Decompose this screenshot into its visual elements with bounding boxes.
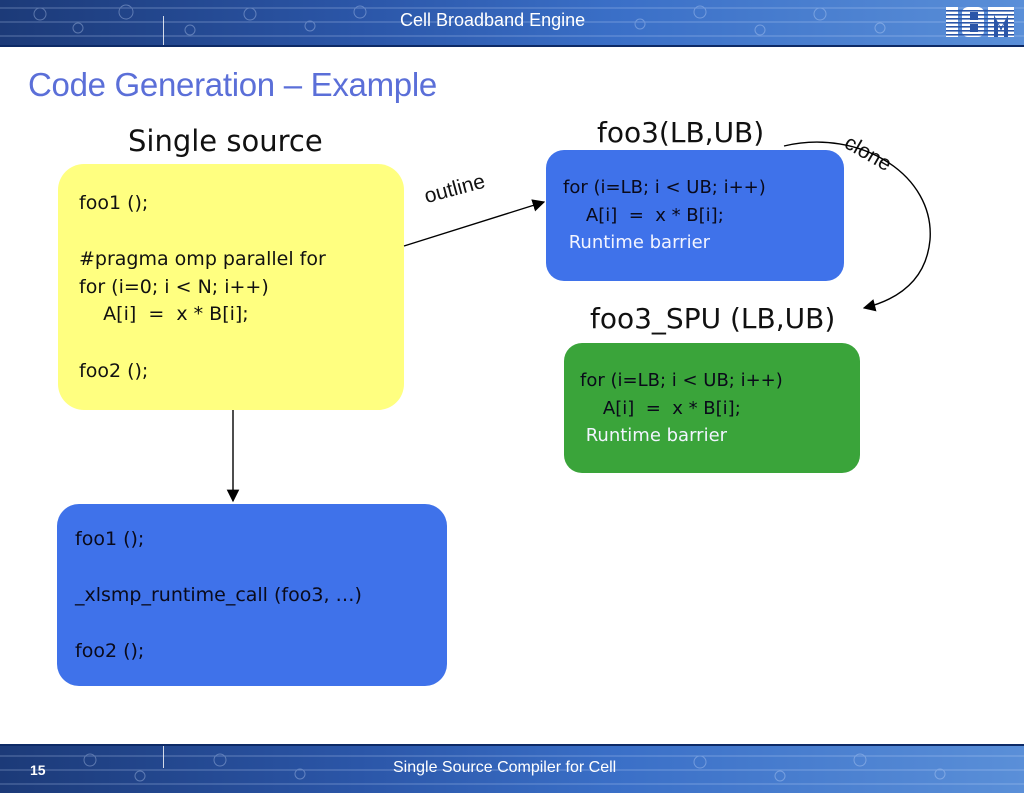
code-line: for (i=0; i < N; i++) (79, 276, 269, 298)
page-number: 15 (30, 762, 46, 778)
outline-label: outline (421, 169, 488, 209)
code-line: A[i] = x * B[i]; (79, 303, 249, 325)
footer-title: Single Source Compiler for Cell (393, 759, 617, 776)
runtime-barrier-text: Runtime barrier (580, 425, 728, 446)
code-line: for (i=LB; i < UB; i++) (563, 177, 766, 198)
code-line: #pragma omp parallel for (79, 248, 326, 270)
code-line: A[i] = x * B[i]; (563, 205, 724, 226)
clone-label: clone (840, 131, 896, 177)
single-source-label: Single source (128, 124, 323, 158)
code-line: foo2 (); (75, 640, 145, 662)
code-line: A[i] = x * B[i]; (580, 398, 741, 419)
circuit-pattern (0, 4, 1024, 37)
footer-divider (163, 746, 164, 768)
header-title: Cell Broadband Engine (400, 10, 586, 30)
footer-bar: 15 Single Source Compiler for Cell (0, 744, 1024, 793)
slide-title: Code Generation – Example (28, 66, 437, 103)
ibm-logo-icon (946, 7, 1014, 37)
foo3-label: foo3(LB,UB) (597, 116, 765, 149)
code-line: for (i=LB; i < UB; i++) (580, 370, 783, 391)
runtime-barrier-text: Runtime barrier (563, 232, 711, 253)
code-line: _xlsmp_runtime_call (foo3, …) (75, 584, 362, 606)
code-line: foo1 (); (79, 192, 149, 214)
foo3-code-box: for (i=LB; i < UB; i++) A[i] = x * B[i];… (546, 150, 844, 281)
foo3-spu-code-box: for (i=LB; i < UB; i++) A[i] = x * B[i];… (564, 343, 860, 473)
outline-arrow (403, 199, 546, 247)
foo3-spu-label: foo3_SPU (LB,UB) (590, 302, 836, 335)
source-code-box: foo1 (); #pragma omp parallel for for (i… (58, 164, 404, 410)
circuit-pattern (0, 753, 1024, 785)
generated-code-box: foo1 (); _xlsmp_runtime_call (foo3, …) f… (57, 504, 447, 686)
header-divider (163, 16, 164, 45)
code-line: foo1 (); (75, 528, 145, 550)
header-bar: Cell Broadband Engine (0, 0, 1024, 47)
code-line: foo2 (); (79, 360, 149, 382)
